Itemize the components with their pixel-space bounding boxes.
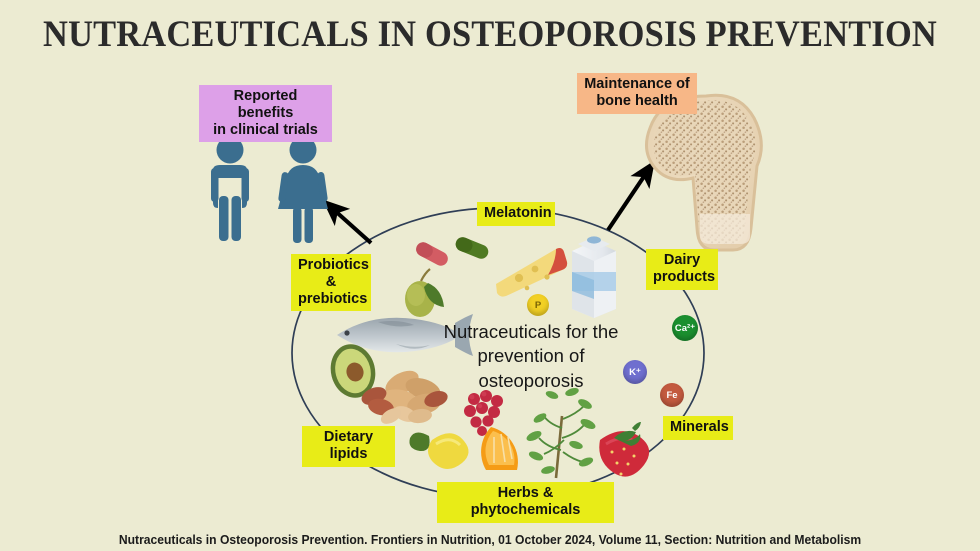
label-melatonin: Melatonin — [477, 202, 555, 226]
page-title: NUTRACEUTICALS IN OSTEOPOROSIS PREVENTIO… — [43, 14, 937, 55]
raspberry-icon — [464, 390, 503, 436]
mineral-token-calcium: Ca²⁺ — [672, 315, 698, 341]
label-minerals: Minerals — [663, 416, 733, 440]
capsule-red-icon — [416, 242, 448, 266]
cheese-wedge-icon — [496, 248, 568, 297]
avocado-icon — [330, 344, 376, 398]
center-heading: Nutraceuticals for the prevention of ost… — [443, 321, 619, 391]
femur-bone-illustration — [644, 93, 763, 252]
milk-carton-icon — [572, 236, 616, 318]
mineral-token-iron: Fe — [660, 383, 684, 407]
strawberry-icon — [599, 422, 650, 477]
label-dietary-lipids: Dietary lipids — [302, 426, 395, 467]
label-herbs-phytochemicals: Herbs & phytochemicals — [437, 482, 614, 523]
figure-caption: Nutraceuticals in Osteoporosis Preventio… — [118, 533, 862, 547]
capsule-green-icon — [455, 237, 489, 259]
arrow-to-clinical-benefits — [322, 199, 373, 245]
label-probiotics-prebiotics: Probiotics & prebiotics — [291, 254, 371, 312]
herb-plant-icon — [526, 387, 596, 479]
olive-icon — [405, 268, 444, 317]
female-pictogram — [278, 136, 328, 243]
label-maintenance-bone-health: Maintenance of bone health — [577, 73, 697, 114]
mineral-token-phosphorus: P — [527, 294, 549, 316]
label-reported-benefits: Reported benefits in clinical trials — [199, 85, 332, 143]
orange-slice-icon — [481, 427, 518, 470]
male-pictogram — [211, 136, 249, 241]
lemon-icon — [409, 432, 469, 470]
label-dairy-products: Dairy products — [646, 249, 718, 290]
mineral-token-potassium: K⁺ — [623, 360, 647, 384]
arrow-to-bone-health — [606, 160, 656, 232]
